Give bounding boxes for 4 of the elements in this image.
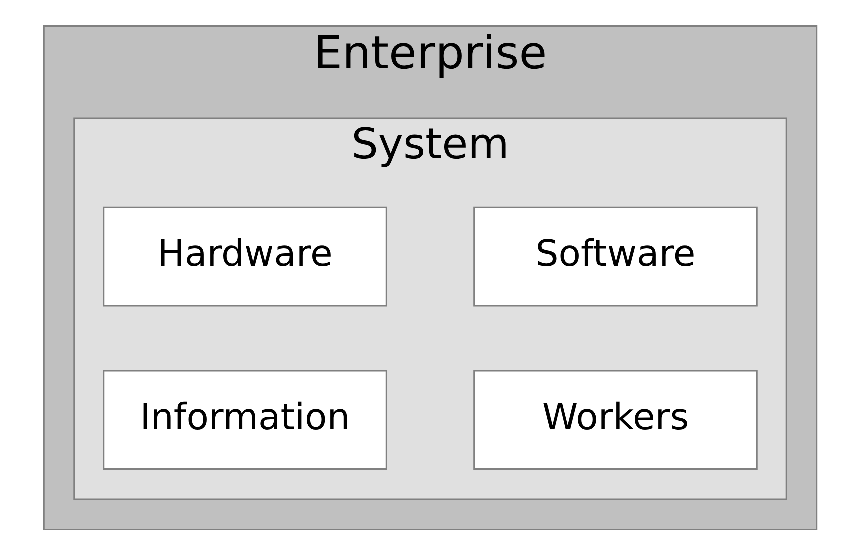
node-box: Workers bbox=[474, 370, 758, 470]
node-box: Software bbox=[474, 206, 758, 307]
node-box: Hardware bbox=[103, 206, 388, 307]
node-box: Information bbox=[103, 370, 388, 470]
